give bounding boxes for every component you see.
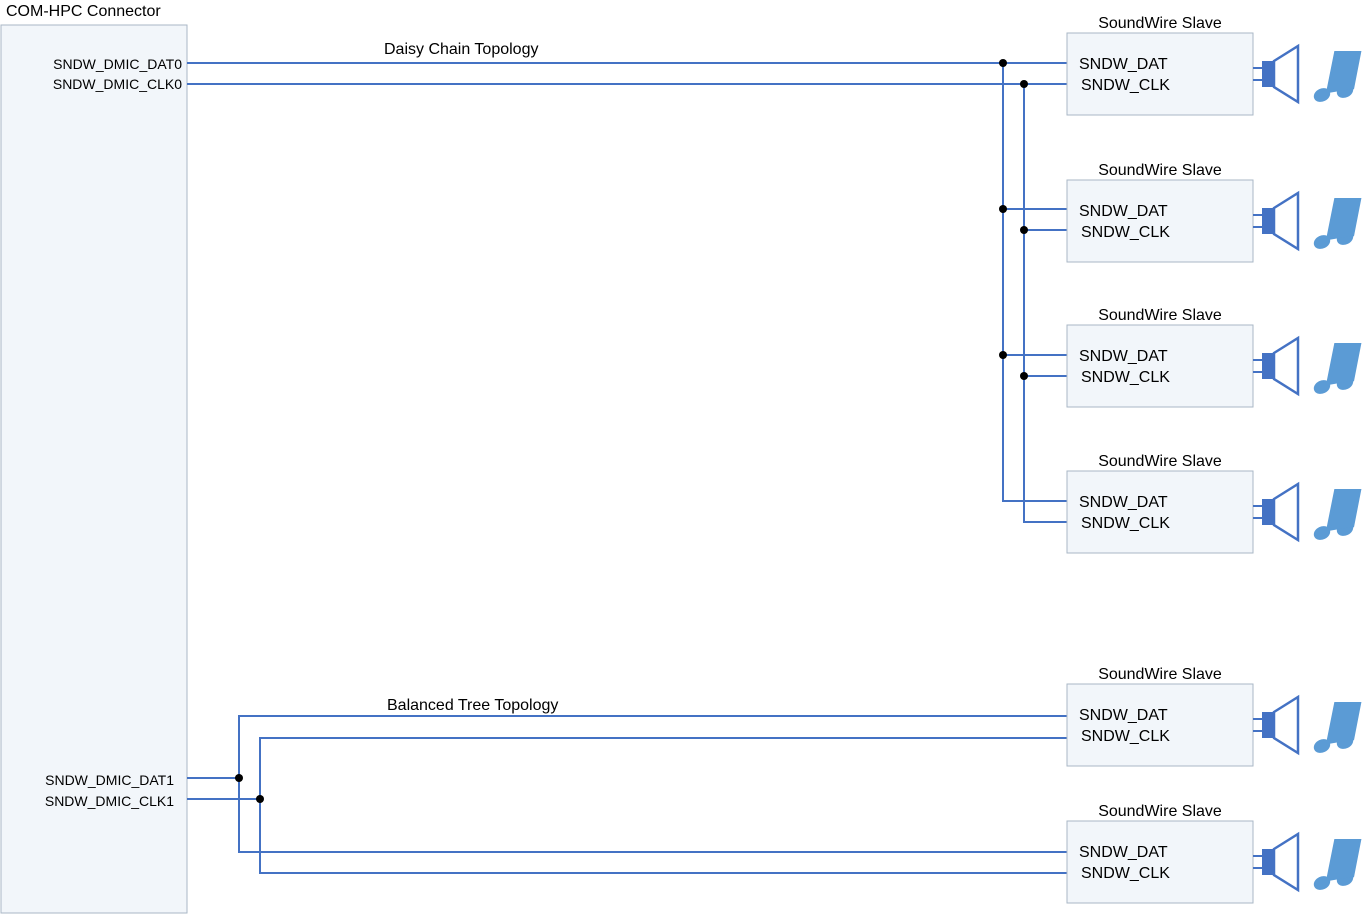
connector-box xyxy=(0,24,188,914)
music-note-icon xyxy=(1313,343,1362,394)
slave-box xyxy=(1066,324,1254,408)
speaker-icon xyxy=(1253,43,1300,105)
slave-clk-label: SNDW_CLK xyxy=(1081,865,1170,882)
slave-title: SoundWire Slave xyxy=(1098,803,1222,820)
slave-box xyxy=(1066,820,1254,904)
daisy-chain-wires xyxy=(187,59,1067,523)
balanced-tree-wires xyxy=(187,715,1067,874)
daisy-chain-label: Daisy Chain Topology xyxy=(384,41,538,58)
music-note-icon xyxy=(1313,198,1362,249)
slave-dat-label: SNDW_DAT xyxy=(1079,707,1168,724)
clk1-tree xyxy=(259,737,1067,874)
connector-title: COM-HPC Connector xyxy=(6,3,161,20)
junction-dot xyxy=(999,351,1007,359)
speaker-icon xyxy=(1253,335,1300,397)
music-note-icon xyxy=(1313,702,1362,753)
junction-dot xyxy=(235,774,243,782)
slave-title: SoundWire Slave xyxy=(1098,453,1222,470)
slave-box xyxy=(1066,683,1254,767)
junction-dot xyxy=(999,205,1007,213)
slave-dat-label: SNDW_DAT xyxy=(1079,494,1168,511)
slave-dat-label: SNDW_DAT xyxy=(1079,203,1168,220)
slave-clk-label: SNDW_CLK xyxy=(1081,728,1170,745)
slave-dat-label: SNDW_DAT xyxy=(1079,56,1168,73)
slave-clk-label: SNDW_CLK xyxy=(1081,515,1170,532)
clk0-bus xyxy=(1023,84,1067,523)
music-note-icon xyxy=(1313,51,1362,102)
dat1-tree xyxy=(238,715,1067,853)
junction-dot xyxy=(999,59,1007,67)
pin-clk0-label: SNDW_DMIC_CLK0 xyxy=(53,76,182,92)
pin-dat1-label: SNDW_DMIC_DAT1 xyxy=(45,772,174,788)
slave-box xyxy=(1066,32,1254,116)
slave-title: SoundWire Slave xyxy=(1098,307,1222,324)
pin-clk1-label: SNDW_DMIC_CLK1 xyxy=(45,793,174,809)
slave-clk-label: SNDW_CLK xyxy=(1081,224,1170,241)
slave-title: SoundWire Slave xyxy=(1098,15,1222,32)
speaker-icon xyxy=(1253,831,1300,893)
slave-box xyxy=(1066,179,1254,263)
slave-dat-label: SNDW_DAT xyxy=(1079,844,1168,861)
pin-dat0-label: SNDW_DMIC_DAT0 xyxy=(53,56,182,72)
slave-dat-label: SNDW_DAT xyxy=(1079,348,1168,365)
junction-dot xyxy=(1020,226,1028,234)
slave-clk-label: SNDW_CLK xyxy=(1081,77,1170,94)
speaker-icon xyxy=(1253,481,1300,543)
music-note-icon xyxy=(1313,839,1362,890)
music-note-icon xyxy=(1313,489,1362,540)
slave-title: SoundWire Slave xyxy=(1098,162,1222,179)
speaker-icon xyxy=(1253,694,1300,756)
junction-dot xyxy=(1020,372,1028,380)
junction-dot xyxy=(256,795,264,803)
junction-dot xyxy=(1020,80,1028,88)
soundwire-slaves: SoundWire SlaveSNDW_DATSNDW_CLKSoundWire… xyxy=(1066,15,1362,904)
slave-title: SoundWire Slave xyxy=(1098,666,1222,683)
speaker-icon xyxy=(1253,190,1300,252)
slave-clk-label: SNDW_CLK xyxy=(1081,369,1170,386)
balanced-tree-label: Balanced Tree Topology xyxy=(387,697,558,714)
dat0-bus xyxy=(1002,63,1067,502)
slave-box xyxy=(1066,470,1254,554)
